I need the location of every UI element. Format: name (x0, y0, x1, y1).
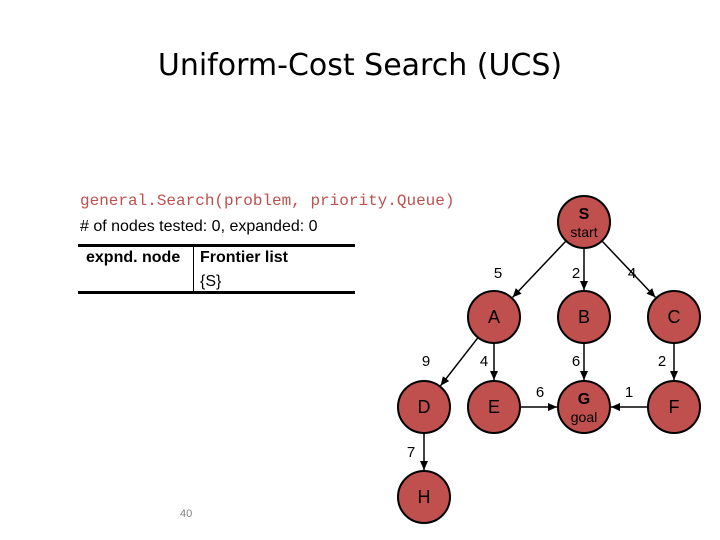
node-label-b: B (578, 307, 590, 327)
search-arg-separator: , (291, 192, 311, 210)
node-label-c: C (668, 307, 681, 327)
node-circle-h (397, 470, 451, 524)
node-label-s: S (579, 206, 590, 223)
node-circle-c (647, 290, 701, 344)
edge-a-d (439, 337, 479, 387)
node-label-a: A (488, 307, 500, 327)
edge-cost-b-g: 6 (572, 353, 580, 370)
node-label-d: D (418, 397, 431, 417)
node-circle-f (647, 380, 701, 434)
counter-mid: , expanded: (220, 218, 309, 235)
node-circle-e (467, 380, 521, 434)
node-circle-b (557, 290, 611, 344)
table-header-expanded-node: expnd. node (86, 249, 181, 266)
node-sublabel-g: goal (571, 409, 597, 425)
edge-cost-f-g: 1 (625, 384, 633, 401)
edge-cost-e-g: 6 (536, 384, 544, 401)
counter-prefix: # of nodes tested: (80, 218, 212, 235)
node-b: B (557, 290, 611, 344)
node-circle-d (397, 380, 451, 434)
node-circle-a (467, 290, 521, 344)
edge-cost-a-d: 9 (422, 353, 430, 370)
node-h: H (397, 470, 451, 524)
node-e: E (467, 380, 521, 434)
node-d: D (397, 380, 451, 434)
search-call-close: ) (444, 192, 455, 210)
node-sublabel-s: start (570, 224, 597, 240)
table-cell-frontier: {S} (200, 273, 222, 290)
node-label-e: E (488, 397, 500, 417)
node-f: F (647, 380, 701, 434)
search-call: general.Search(problem, priority.Queue) (80, 192, 454, 210)
edge-cost-a-e: 4 (480, 353, 488, 370)
search-function-name: general.Search( (80, 192, 225, 210)
node-label-h: H (418, 487, 431, 507)
edge-cost-s-a: 5 (494, 265, 502, 282)
slide-title: Uniform-Cost Search (UCS) (157, 48, 563, 83)
expanded-count: 0 (308, 218, 318, 235)
edge-cost-d-h: 7 (407, 444, 415, 461)
edge-cost-s-c: 4 (628, 265, 636, 282)
page-number: 40 (180, 508, 193, 520)
table-bottom-rule (78, 291, 355, 294)
search-arg-problem: problem (224, 192, 292, 210)
tested-count: 0 (211, 218, 221, 235)
node-counter: # of nodes tested: 0, expanded: 0 (80, 218, 318, 236)
table-column-divider (193, 247, 194, 293)
node-c: C (647, 290, 701, 344)
edge-s-a (512, 240, 567, 298)
edge-s-c (601, 240, 656, 298)
search-arg-queue: priority.Queue (310, 192, 445, 210)
node-circle-g (557, 380, 611, 434)
table-top-rule (78, 244, 355, 247)
edge-cost-s-b: 2 (572, 265, 580, 282)
node-a: A (467, 290, 521, 344)
edge-cost-c-f: 2 (658, 353, 666, 370)
node-circle-s (557, 195, 611, 249)
node-label-f: F (669, 397, 680, 417)
node-label-g: G (578, 391, 590, 408)
table-header-frontier: Frontier list (200, 249, 289, 266)
